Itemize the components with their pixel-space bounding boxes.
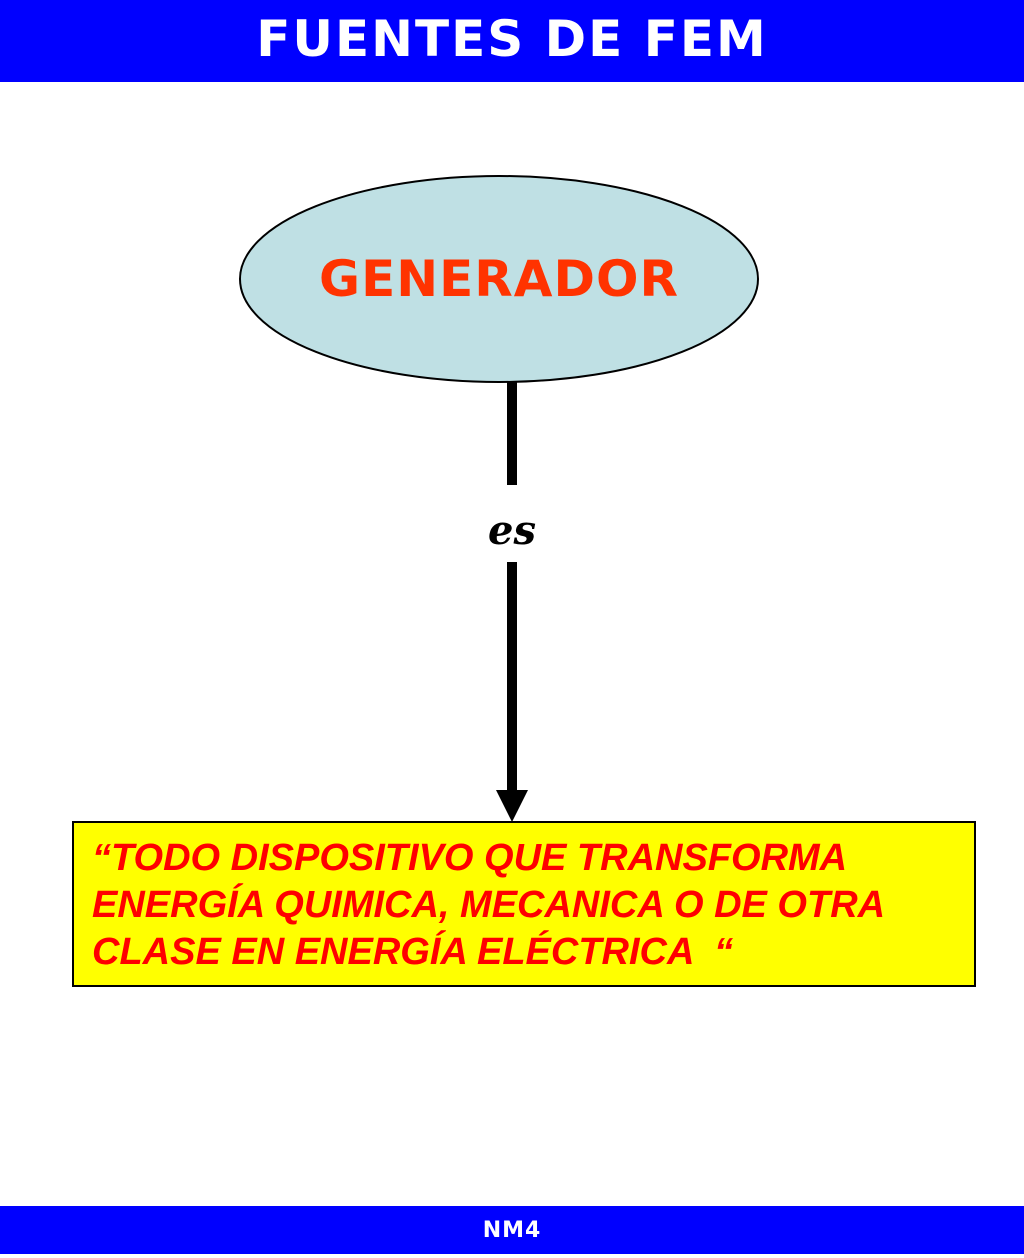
generador-node-label: GENERADOR [319, 250, 679, 308]
footer-bar: NM4 [0, 1206, 1024, 1254]
generador-node-shape [239, 175, 759, 383]
page-title: FUENTES DE FEM [256, 10, 768, 68]
link-label-es: es [488, 506, 536, 554]
definition-box: “TODO DISPOSITIVO QUE TRANSFORMA ENERGÍA… [72, 821, 976, 987]
arrow-head [496, 790, 528, 822]
definition-text: “TODO DISPOSITIVO QUE TRANSFORMA ENERGÍA… [92, 837, 886, 973]
footer-label: NM4 [482, 1217, 542, 1243]
header-bar: FUENTES DE FEM [0, 0, 1024, 82]
